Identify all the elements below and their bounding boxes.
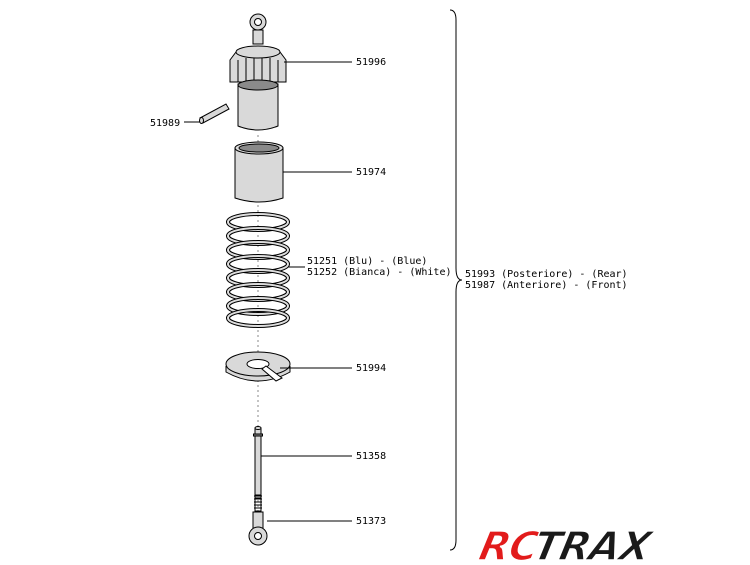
sleeve (234, 141, 284, 203)
pin (199, 103, 230, 124)
label-spring-blue: 51251 (Blu) - (Blue) (307, 256, 427, 267)
rctrax-logo: RC TRAX (474, 522, 658, 565)
label-assembly-rear: 51993 (Posteriore) - (Rear) (465, 269, 628, 280)
shock-body (229, 13, 287, 131)
label-51358: 51358 (356, 451, 386, 462)
spring (226, 212, 290, 328)
label-51974: 51974 (356, 167, 386, 178)
label-51994: 51994 (356, 363, 386, 374)
shaft (253, 426, 263, 512)
assembly-brace (449, 9, 463, 551)
label-51996: 51996 (356, 57, 386, 68)
rod-end (248, 511, 268, 546)
label-spring-white: 51252 (Bianca) - (White) (307, 267, 452, 278)
label-51373: 51373 (356, 516, 386, 527)
logo-trax-text: TRAX (529, 522, 658, 565)
label-51989: 51989 (150, 118, 180, 129)
spring-collar (225, 351, 291, 382)
logo-rc-text: RC (475, 522, 545, 565)
label-assembly-front: 51987 (Anteriore) - (Front) (465, 280, 628, 291)
